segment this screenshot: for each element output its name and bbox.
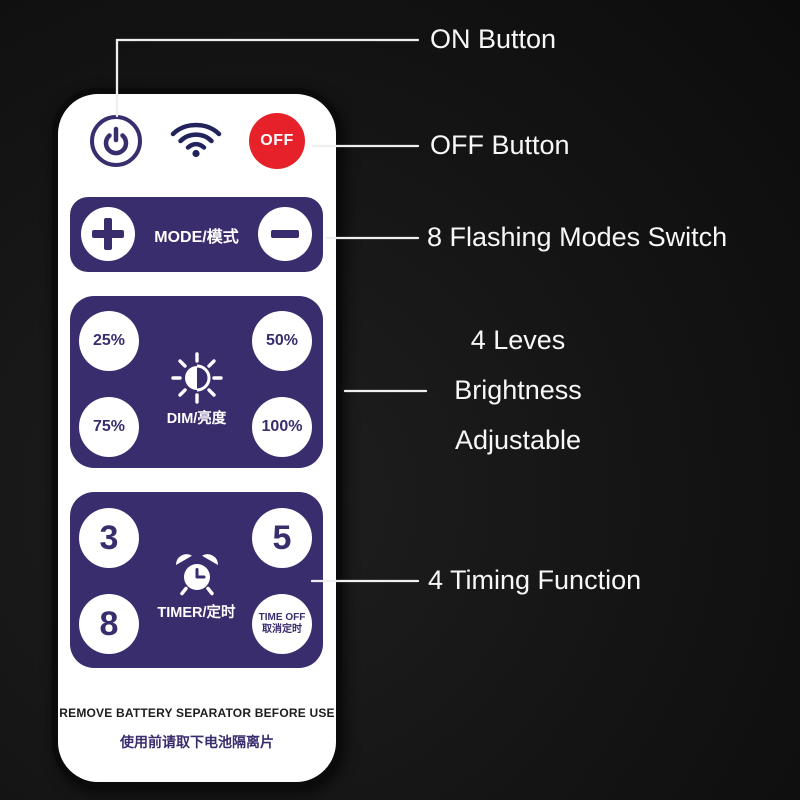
battery-warning-english: REMOVE BATTERY SEPARATOR BEFORE USE [59, 706, 335, 720]
dim-center-group: DIM/亮度 [70, 352, 323, 428]
dim-75-label: 75% [92, 418, 126, 435]
modes-annotation: 8 Flashing Modes Switch [427, 222, 728, 252]
off-button-label: OFF [260, 132, 294, 149]
timer-5h-label: 5 [272, 518, 292, 557]
timer-panel: 3 5 8 TIME OFF 取消定时 [70, 492, 323, 668]
dim-100-button: 100% [252, 397, 312, 457]
minus-icon [271, 230, 299, 238]
mode-minus-button [258, 207, 312, 261]
dim-75-button: 75% [79, 397, 139, 457]
brightness-annotation-line1: 4 Leves [470, 325, 566, 355]
dim-panel: 25% 50% 75% 100% [70, 296, 323, 468]
off-button-annotation: OFF Button [430, 130, 570, 160]
brightness-annotation-line2: Brightness [454, 375, 582, 405]
dim-100-label: 100% [261, 418, 303, 435]
brightness-annotation-line3: Adjustable [454, 425, 582, 455]
wifi-icon [170, 122, 222, 158]
dim-50-button: 50% [252, 311, 312, 371]
power-icon [103, 126, 129, 156]
timer-off-label-en: TIME OFF [258, 611, 306, 623]
timer-3h-button: 3 [79, 508, 139, 568]
battery-warning-chinese: 使用前请取下电池隔离片 [120, 734, 274, 750]
timer-3h-label: 3 [99, 518, 119, 557]
timer-8h-button: 8 [79, 594, 139, 654]
timer-off-label-zh: 取消定时 [262, 624, 302, 635]
mode-panel-label: MODE/模式 [154, 228, 239, 246]
dim-panel-label: DIM/亮度 [166, 411, 227, 427]
power-on-button [90, 115, 142, 167]
brightness-annotation: 4 Leves Brightness Adjustable [428, 315, 608, 465]
plus-icon [92, 218, 124, 250]
remote-control: OFF MODE/模式 25% 50% 75% 100% [52, 88, 342, 788]
mode-panel: MODE/模式 [70, 197, 323, 272]
mode-plus-button [81, 207, 135, 261]
timer-panel-label: TIMER/定时 [157, 605, 236, 621]
alarm-clock-icon [175, 554, 218, 596]
brightness-sun-icon [170, 352, 223, 404]
timer-8h-label: 8 [99, 604, 119, 643]
dim-50-label: 50% [265, 332, 299, 349]
dim-25-button: 25% [79, 311, 139, 371]
timer-center-group: TIMER/定时 [70, 552, 323, 622]
power-off-button: OFF [249, 113, 305, 169]
timer-5h-button: 5 [252, 508, 312, 568]
dim-25-label: 25% [92, 332, 126, 349]
on-button-annotation: ON Button [430, 24, 557, 54]
timing-annotation: 4 Timing Function [428, 565, 642, 595]
timer-off-button: TIME OFF 取消定时 [252, 594, 312, 654]
